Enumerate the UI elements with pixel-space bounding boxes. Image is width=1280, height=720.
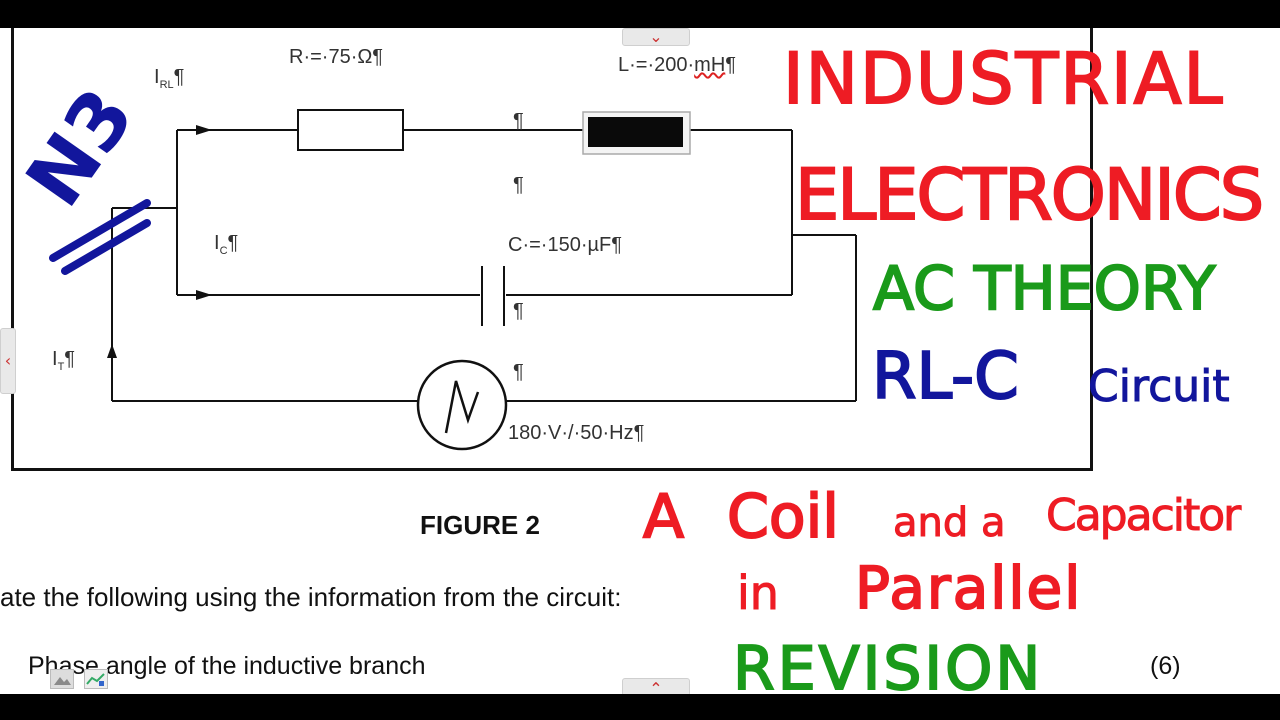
pilcrow-4: ¶ [513,361,524,383]
t-current-arrow [107,344,117,358]
title-electronics: ELECTRONICS [794,153,1265,237]
resistor [297,109,404,151]
image-icon[interactable] [50,669,74,689]
chevron-up-icon: ⌃ [649,679,663,694]
subtitle-revision: REVISION [732,633,1044,694]
source-value-label: 180·V·/·50·Hz¶ [508,422,645,444]
chevron-down-icon: ⌄ [649,28,663,46]
document-page: IRL¶ R·=·75·Ω¶ L·=·200·mH¶ ¶ ¶ IC¶ C·=·1… [0,28,1280,694]
title-rlc: RL-C [871,339,1020,415]
instruction-text: ate the following using the information … [0,582,622,612]
i-rl-label: IRL¶ [154,66,185,91]
subtitle-capacitor: Capacitor [1045,490,1241,542]
rl-current-arrow [196,125,212,135]
ac-source [416,359,508,451]
inductor [588,117,683,147]
title-circuit: Circuit [1088,361,1231,413]
scroll-up-button[interactable]: ⌄ [622,28,690,46]
i-t-label: IT¶ [52,348,76,373]
c-current-arrow [196,290,212,300]
marks-text: (6) [1150,652,1181,680]
pilcrow-1: ¶ [513,110,524,132]
subtitle-in: in [737,566,780,621]
capacitor-value-label: C·=·150·µF¶ [508,234,622,256]
pilcrow-2: ¶ [513,174,524,196]
resistor-value-label: R·=·75·Ω¶ [289,46,384,68]
pilcrow-3: ¶ [513,300,524,322]
figure-caption: FIGURE 2 [420,510,540,540]
i-c-label: IC¶ [214,232,239,257]
subtitle-a: A [642,481,685,553]
sine-wave-icon [444,380,480,434]
figure-frame [11,28,1093,471]
subtitle-coil: Coil [726,481,840,553]
inductor-value-label: L·=·200·mH¶ [618,54,737,76]
title-industrial: INDUSTRIAL [782,37,1225,121]
subtitle-and-a: and a [892,500,1006,547]
n3-badge: N3 [10,73,152,275]
title-ac-theory: AC THEORY [872,253,1216,325]
subtitle-parallel: Parallel [854,553,1083,623]
chart-icon[interactable] [84,669,108,689]
scroll-down-button[interactable]: ⌃ [622,678,690,694]
circuit-diagram [107,109,857,451]
chevron-left-icon: ‹ [4,351,12,370]
left-panel-toggle[interactable]: ‹ [0,328,16,394]
